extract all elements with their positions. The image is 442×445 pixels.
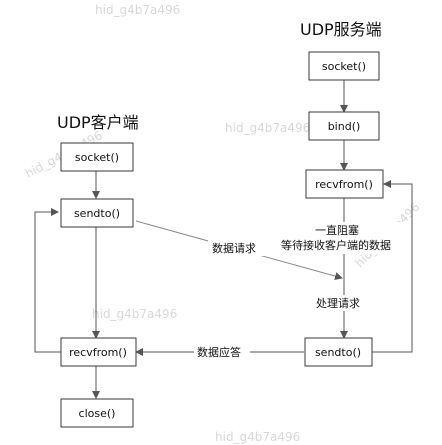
server-recvfrom-box: recvfrom() (305, 169, 384, 199)
request-label-group: 数据请求 (208, 240, 264, 256)
client-close-box: close() (60, 398, 134, 428)
server-sendto-label: sendto() (315, 346, 361, 359)
server-recvfrom-label: recvfrom() (315, 178, 373, 191)
server-bind-label: bind() (328, 120, 361, 133)
process-label-group: 处理请求 (313, 295, 369, 311)
client-socket-box: socket() (60, 142, 134, 172)
client-recvfrom-box: recvfrom() (60, 337, 137, 367)
request-label: 数据请求 (212, 241, 256, 255)
client-title: UDP客户端 (57, 113, 139, 132)
process-label: 处理请求 (316, 297, 360, 310)
server-socket-label: socket() (322, 60, 366, 73)
client-close-label: close() (79, 407, 116, 420)
watermark: hid_g4b7a496 (95, 3, 180, 17)
watermark: hid_g4b7a496 (92, 307, 177, 321)
server-bind-box: bind() (308, 111, 380, 141)
client-socket-label: socket() (75, 151, 119, 164)
block-label-line2: 等待接收客户端的数据 (281, 238, 391, 252)
client-recvfrom-label: recvfrom() (69, 346, 127, 359)
server-socket-box: socket() (308, 51, 380, 81)
watermark: hid_g4b7a496 (215, 430, 300, 444)
client-sendto-box: sendto() (60, 198, 134, 228)
edge-client-loop (34, 208, 61, 353)
response-label-group: 数据应答 (194, 344, 250, 360)
client-sendto-label: sendto() (74, 207, 120, 220)
watermark: hid_g4b7a496 (225, 121, 310, 135)
block-label-line1: 一直阻塞 (315, 223, 359, 237)
edge-server-loop (372, 180, 413, 353)
server-title: UDP服务端 (300, 20, 382, 39)
server-sendto-box: sendto() (304, 337, 373, 367)
block-label-group: 一直阻塞 等待接收客户端的数据 (278, 222, 406, 254)
response-label: 数据应答 (197, 345, 241, 359)
